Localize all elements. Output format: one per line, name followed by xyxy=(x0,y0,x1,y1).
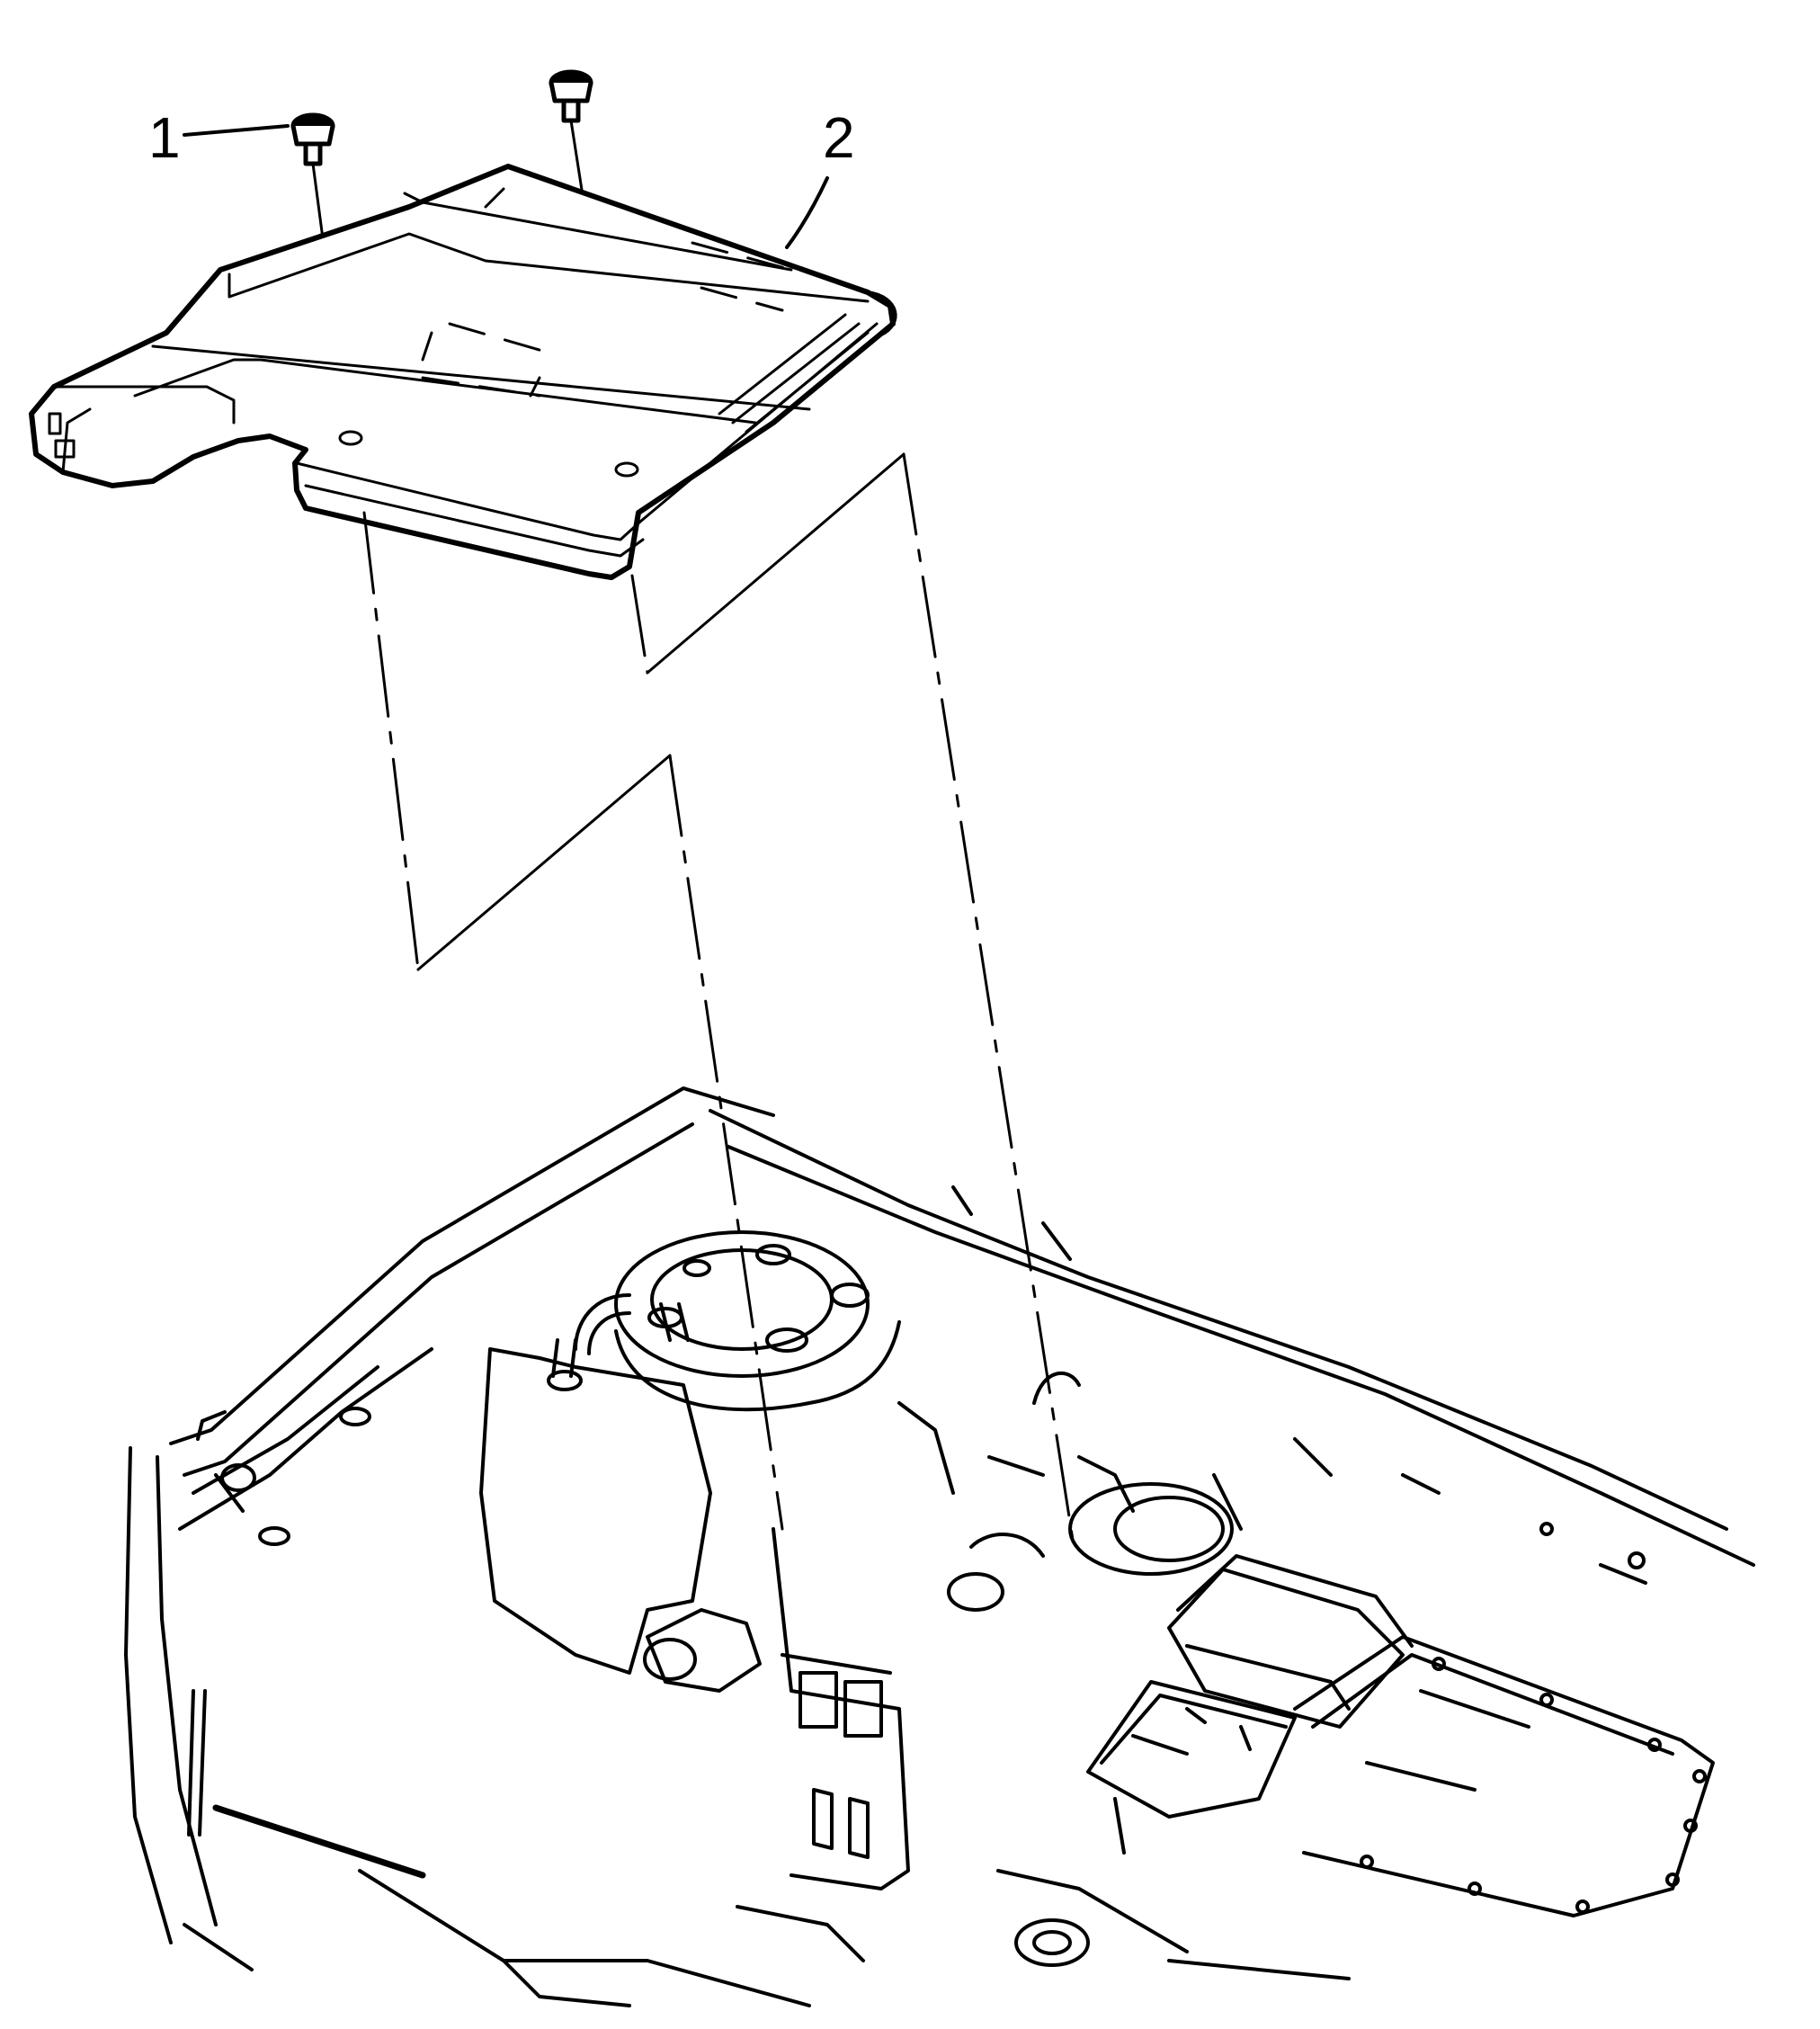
callout-label-1: 1 xyxy=(148,105,181,170)
callout-leader-2 xyxy=(785,176,829,249)
callout-leader-1 xyxy=(183,124,290,137)
engine-compartment xyxy=(124,1086,1755,2007)
alignment-lines xyxy=(362,452,1076,1553)
fastener-bolt-left xyxy=(290,112,335,166)
callout-label-2: 2 xyxy=(823,105,855,170)
fastener-bolt-right xyxy=(549,69,593,123)
battery-cover xyxy=(29,164,897,580)
